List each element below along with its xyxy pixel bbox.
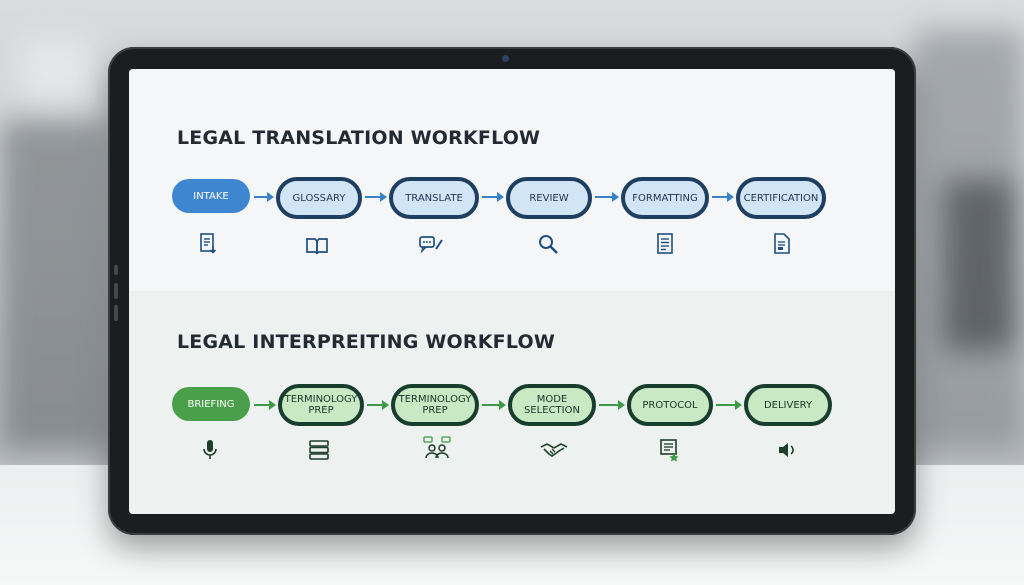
interpreting-section: LEGAL INTERPREITING WORKFLOW BRIEFING TE… bbox=[129, 291, 895, 514]
camera-icon bbox=[502, 55, 509, 62]
review-button[interactable]: REVIEW bbox=[506, 177, 592, 219]
interpreting-flow: BRIEFING TERMINOLOGY PREP TERMINOLOGY PR… bbox=[172, 384, 872, 428]
briefing-button[interactable]: BRIEFING bbox=[172, 387, 250, 421]
open-book-icon bbox=[304, 233, 330, 257]
terminology-prep-button-2[interactable]: TERMINOLOGY PREP bbox=[391, 384, 479, 426]
flow-arrow bbox=[367, 400, 389, 410]
delivery-button[interactable]: DELIVERY bbox=[744, 384, 832, 426]
terminology-prep-button[interactable]: TERMINOLOGY PREP bbox=[278, 384, 364, 426]
certified-document-icon bbox=[769, 232, 795, 256]
protocol-button[interactable]: PROTOCOL bbox=[627, 384, 713, 426]
handshake-icon bbox=[539, 437, 569, 461]
flow-arrow bbox=[254, 400, 276, 410]
certification-button[interactable]: CERTIFICATION bbox=[736, 177, 826, 219]
flow-arrow bbox=[254, 192, 274, 202]
flow-arrow bbox=[595, 192, 619, 202]
formatted-document-icon bbox=[652, 232, 678, 256]
flow-arrow bbox=[712, 192, 734, 202]
translation-title: LEGAL TRANSLATION WORKFLOW bbox=[177, 127, 541, 149]
flow-arrow bbox=[482, 192, 504, 202]
intake-button[interactable]: INTAKE bbox=[172, 179, 250, 213]
background-window bbox=[20, 40, 90, 100]
chat-pen-icon bbox=[418, 232, 444, 256]
flow-arrow bbox=[599, 400, 625, 410]
speaker-icon bbox=[774, 438, 800, 462]
translation-flow: INTAKE GLOSSARY TRANSLATE REVIEW FORMATT… bbox=[172, 177, 872, 221]
translation-section: LEGAL TRANSLATION WORKFLOW INTAKE GLOSSA… bbox=[129, 69, 895, 291]
flow-arrow bbox=[716, 400, 742, 410]
flow-arrow bbox=[482, 400, 506, 410]
tablet-screen: LEGAL TRANSLATION WORKFLOW INTAKE GLOSSA… bbox=[129, 69, 895, 514]
tablet-side-button[interactable] bbox=[114, 305, 118, 321]
document-download-icon bbox=[195, 232, 221, 256]
formatting-button[interactable]: FORMATTING bbox=[621, 177, 709, 219]
magnifier-icon bbox=[536, 232, 562, 256]
tablet-side-button[interactable] bbox=[114, 265, 118, 275]
stacked-books-icon bbox=[306, 438, 332, 462]
glossary-button[interactable]: GLOSSARY bbox=[276, 177, 362, 219]
background-chair bbox=[944, 180, 1014, 350]
interpreting-title: LEGAL INTERPREITING WORKFLOW bbox=[177, 331, 555, 353]
background-blur-left bbox=[0, 120, 110, 450]
translate-button[interactable]: TRANSLATE bbox=[389, 177, 479, 219]
discussion-people-icon bbox=[421, 436, 453, 460]
tablet-side-button[interactable] bbox=[114, 283, 118, 299]
flow-arrow bbox=[365, 192, 387, 202]
tablet-device: LEGAL TRANSLATION WORKFLOW INTAKE GLOSSA… bbox=[108, 47, 916, 535]
protocol-document-icon bbox=[657, 438, 683, 462]
mode-selection-button[interactable]: MODE SELECTION bbox=[508, 384, 596, 426]
microphone-icon bbox=[197, 438, 223, 462]
